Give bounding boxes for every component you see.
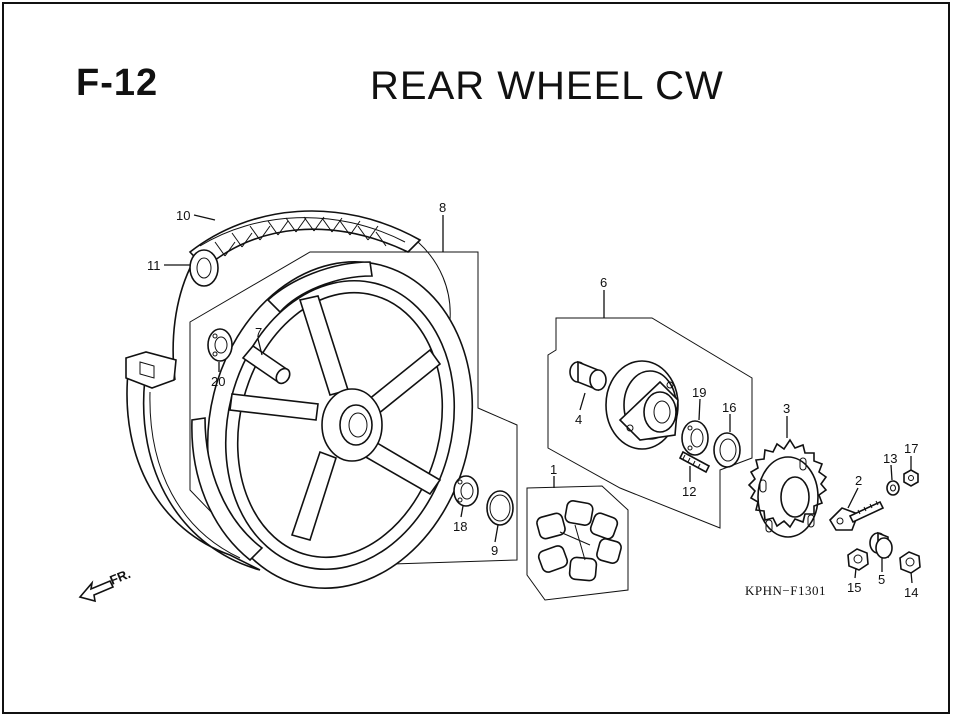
tube-section-part [125,351,261,571]
circlip-9-part [486,490,514,526]
callout-20: 20 [211,374,225,389]
callout-16: 16 [722,400,736,415]
oil-seal-16-part [713,432,741,468]
callout-19: 19 [692,385,706,400]
callout-12: 12 [682,484,696,499]
callout-17: 17 [904,441,918,456]
bearing-19-part [681,420,709,456]
collar-4-part [569,360,607,392]
callout-numbers: 10 11 8 7 20 6 4 19 16 3 12 1 18 9 17 13… [147,200,918,600]
washer-13-part [886,480,900,496]
stud-12-part [678,450,711,474]
damper-rubber-1-part [536,500,622,582]
leader-lines [164,214,913,584]
callout-13: 13 [883,451,897,466]
callout-4: 4 [575,412,582,427]
bearing-20-part [207,328,233,362]
page-code: F-12 [76,62,159,104]
callout-10: 10 [176,208,190,223]
nut-15-part [847,548,869,571]
callout-14: 14 [904,585,918,600]
front-direction-arrow-icon [78,579,115,603]
sprocket-3-part [747,438,828,538]
bolt-2-part [828,500,885,531]
callout-15: 15 [847,580,861,595]
diagram-code: KPHN−F1301 [745,583,826,598]
callout-11: 11 [147,258,161,273]
callout-6: 6 [600,275,607,290]
inner-tube-part [172,249,219,381]
front-direction-label: FR. [108,566,133,588]
callout-3: 3 [783,401,790,416]
collar-7-part [241,344,291,385]
callout-8: 8 [439,200,446,215]
bearing-18-part [453,475,479,507]
tire-part [188,210,451,321]
nut-17-part [903,469,919,487]
damper-assembly-box [526,485,629,601]
callout-18: 18 [453,519,467,534]
nut-14-part [899,551,921,574]
callout-9: 9 [491,543,498,558]
callout-1: 1 [550,462,557,477]
flange-assembly-box [547,317,753,529]
page-title: REAR WHEEL CW [370,64,724,108]
cast-wheel-part [191,261,474,589]
callout-2: 2 [855,473,862,488]
callout-5: 5 [878,572,885,587]
callout-7: 7 [255,325,262,340]
collar-5-part [869,531,893,559]
driven-flange-part [605,360,679,450]
